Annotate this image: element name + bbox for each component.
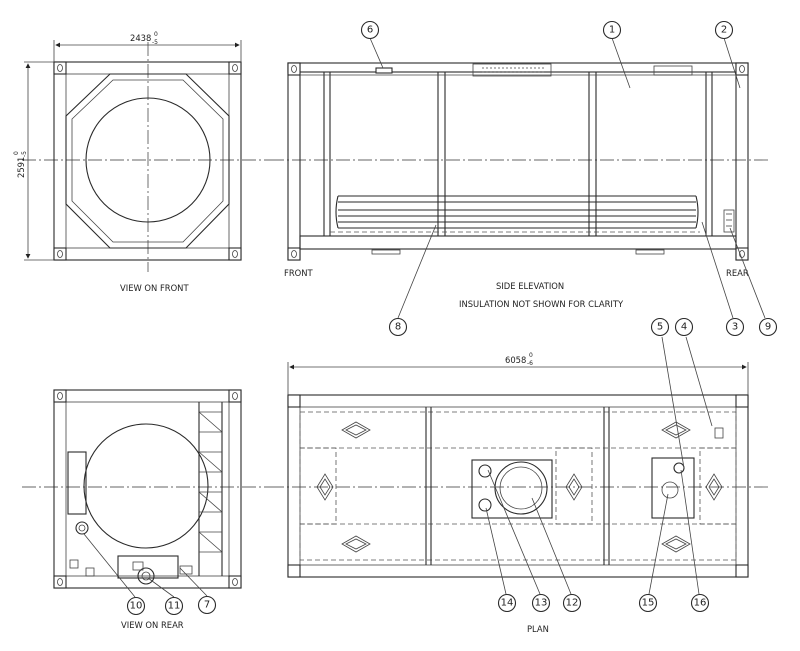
svg-text:8: 8 xyxy=(395,322,401,333)
svg-text:10: 10 xyxy=(130,601,143,612)
height-tolerance-top: 0 xyxy=(13,151,20,155)
plan-view-label: PLAN xyxy=(527,624,549,634)
svg-text:6: 6 xyxy=(367,25,373,36)
length-dimension-value: 6058 xyxy=(505,355,526,365)
callout-12: 12 xyxy=(562,593,582,613)
callout-14: 14 xyxy=(497,593,517,613)
svg-text:2: 2 xyxy=(721,25,727,36)
callout-11: 11 xyxy=(164,596,184,616)
callout-16: 16 xyxy=(690,593,710,613)
callout-8: 8 xyxy=(388,317,408,337)
width-dimension-value: 2438 xyxy=(130,33,151,43)
svg-text:16: 16 xyxy=(694,598,707,609)
svg-text:1: 1 xyxy=(609,25,615,36)
callout-2: 2 xyxy=(714,20,734,40)
callout-13: 13 xyxy=(531,593,551,613)
callout-4: 4 xyxy=(674,317,694,337)
rear-view-label: VIEW ON REAR xyxy=(121,620,184,630)
svg-text:3: 3 xyxy=(732,322,738,333)
front-end-label: FRONT xyxy=(284,268,313,278)
leader-lines xyxy=(83,37,766,598)
rear-end-label: REAR xyxy=(726,268,749,278)
callouts: 1 2 3 4 5 6 7 8 9 10 11 12 13 14 15 16 xyxy=(126,20,778,616)
insulation-note: INSULATION NOT SHOWN FOR CLARITY xyxy=(459,299,624,309)
svg-text:14: 14 xyxy=(501,598,514,609)
length-tolerance-top: 0 xyxy=(529,352,533,359)
callout-15: 15 xyxy=(638,593,658,613)
svg-text:11: 11 xyxy=(168,601,181,612)
side-elevation-label: SIDE ELEVATION xyxy=(496,281,564,291)
svg-text:7: 7 xyxy=(204,600,210,611)
svg-text:4: 4 xyxy=(681,322,687,333)
callout-9: 9 xyxy=(758,317,778,337)
width-tolerance-top: 0 xyxy=(154,31,158,38)
length-tolerance-bottom: -6 xyxy=(527,360,533,367)
rear-view: VIEW ON REAR xyxy=(22,389,270,630)
svg-text:9: 9 xyxy=(765,322,771,333)
callout-1: 1 xyxy=(602,20,622,40)
callout-10: 10 xyxy=(126,596,146,616)
callout-7: 7 xyxy=(197,595,217,615)
plan-view: 6058 0 -6 PLAN xyxy=(270,352,768,634)
front-view-label: VIEW ON FRONT xyxy=(120,283,189,293)
callout-6: 6 xyxy=(360,20,380,40)
width-tolerance-bottom: -5 xyxy=(152,39,158,46)
front-view: 2438 0 -5 2591 0 -5 VIEW ON FRONT xyxy=(13,31,270,293)
callout-5: 5 xyxy=(650,317,670,337)
svg-text:13: 13 xyxy=(535,598,548,609)
svg-text:12: 12 xyxy=(566,598,579,609)
svg-text:5: 5 xyxy=(657,322,663,333)
height-dimension-value: 2591 xyxy=(16,157,26,178)
callout-3: 3 xyxy=(725,317,745,337)
side-elevation-view: FRONT REAR SIDE ELEVATION INSULATION NOT… xyxy=(270,62,768,309)
height-tolerance-bottom: -5 xyxy=(21,151,28,157)
svg-text:15: 15 xyxy=(642,598,655,609)
